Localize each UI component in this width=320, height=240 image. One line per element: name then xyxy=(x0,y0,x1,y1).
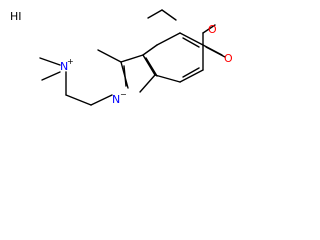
charge-positive: + xyxy=(67,57,74,66)
charge-negative: − xyxy=(120,90,127,99)
atom-o-carbonyl: O xyxy=(224,52,233,65)
bond xyxy=(139,74,156,93)
bond xyxy=(161,9,177,21)
bond xyxy=(182,67,200,78)
bond xyxy=(90,94,113,106)
bond xyxy=(97,49,122,63)
bond xyxy=(179,69,204,83)
methyl-groups xyxy=(39,57,61,81)
bond xyxy=(39,57,61,66)
bond xyxy=(123,65,127,87)
chemical-structure-diagram: HI xyxy=(10,9,233,106)
benzene-ring xyxy=(142,32,204,83)
bond xyxy=(41,71,61,81)
piperidinium-ring xyxy=(65,49,129,106)
bond xyxy=(145,57,158,77)
salt-label-hi: HI xyxy=(10,10,22,23)
bond xyxy=(65,94,92,106)
indole-pyrrole-ring xyxy=(120,54,158,93)
bond xyxy=(182,37,200,48)
atom-o-ester: O xyxy=(208,23,217,36)
bond xyxy=(205,46,226,58)
atom-n-quaternary: N xyxy=(60,60,68,73)
bond xyxy=(179,32,204,46)
bond xyxy=(142,44,158,56)
atom-n-indole: N xyxy=(112,93,120,106)
ethyl-ester xyxy=(147,9,226,58)
bond xyxy=(147,9,163,19)
bond xyxy=(154,74,181,83)
bond xyxy=(142,54,156,76)
bond xyxy=(156,32,181,46)
bond xyxy=(202,24,216,34)
bond xyxy=(120,54,144,63)
